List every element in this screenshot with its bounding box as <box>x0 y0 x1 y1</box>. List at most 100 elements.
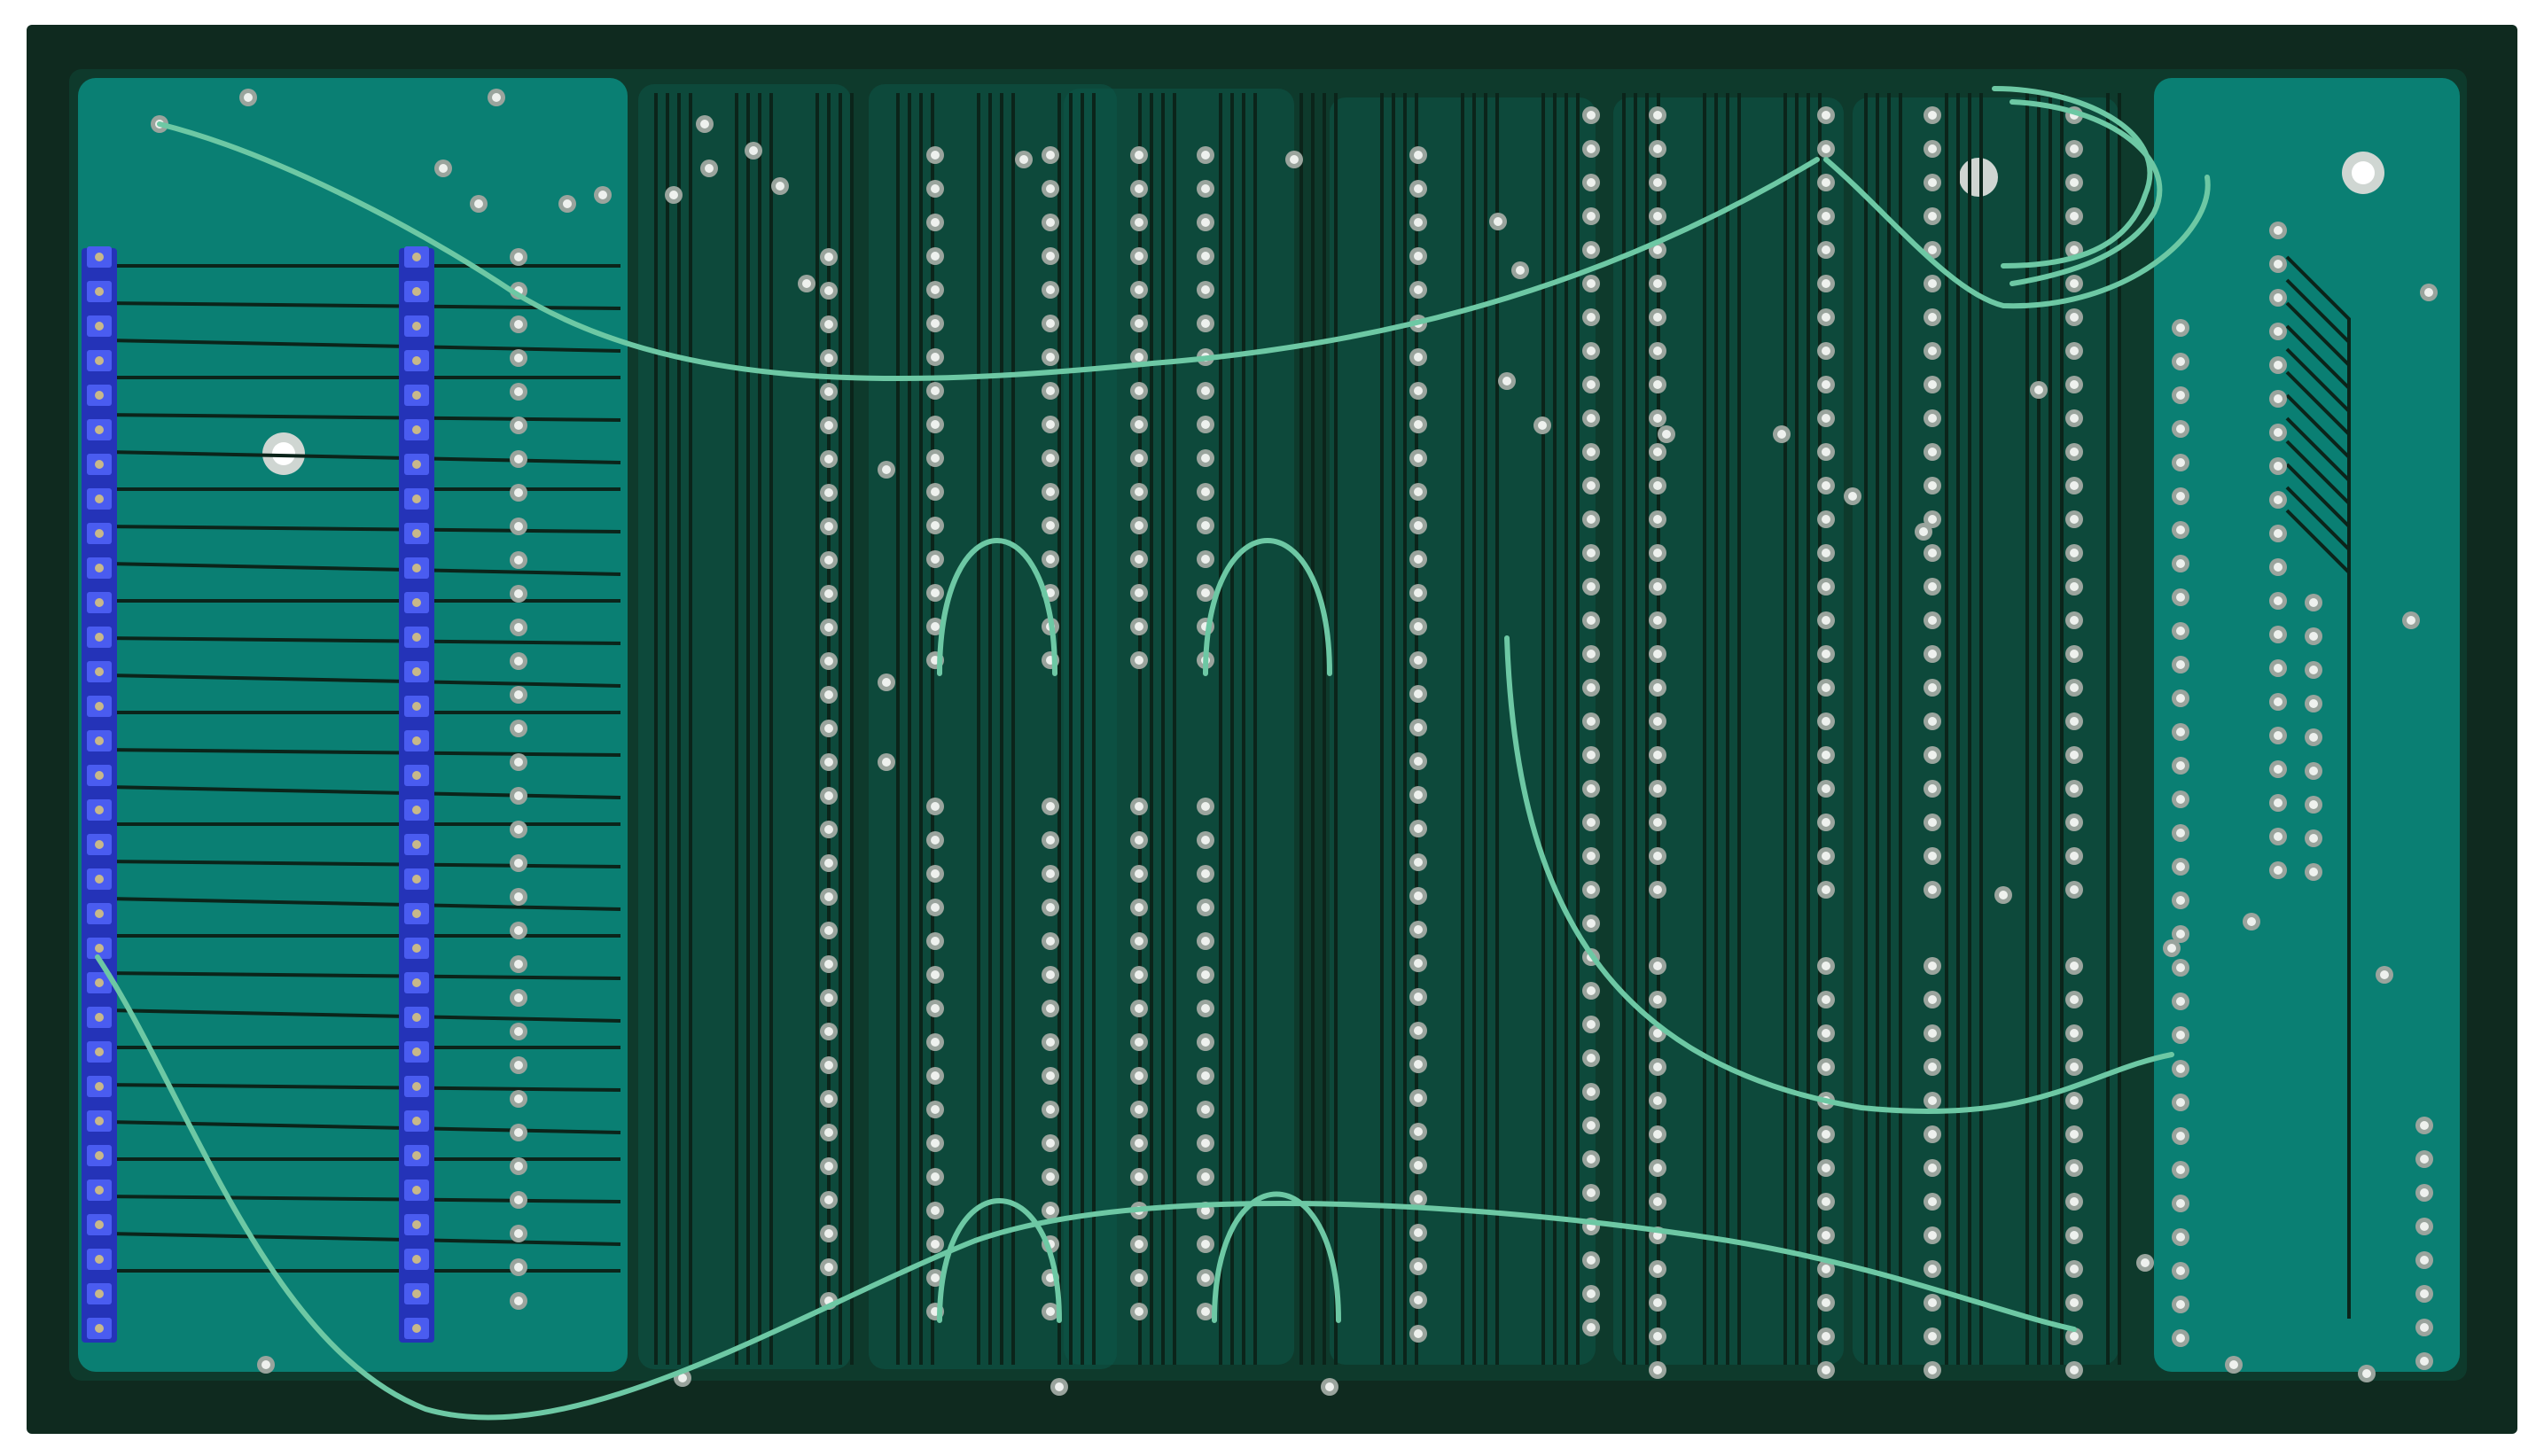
pin-header-pin <box>412 460 421 469</box>
solder-pad-icon <box>1201 1139 1210 1148</box>
solder-pad-icon <box>514 589 523 598</box>
solder-pad-icon <box>1653 784 1662 793</box>
pin-header-pin <box>95 1047 104 1056</box>
pin-header-pin <box>95 564 104 572</box>
solder-pad-icon <box>2420 1323 2429 1332</box>
solder-pad-icon <box>1928 279 1937 288</box>
solder-pad-icon <box>1201 802 1210 811</box>
pin-header-pin <box>412 287 421 296</box>
pin-header-pin <box>412 702 421 711</box>
via-pad <box>439 164 448 173</box>
solder-pad-icon <box>1928 346 1937 355</box>
solder-pad-icon <box>931 285 940 294</box>
pin-header-pin <box>412 1289 421 1298</box>
solder-pad-icon <box>824 892 833 901</box>
solder-pad-icon <box>1822 995 1830 1004</box>
solder-pad-icon <box>1928 995 1937 1004</box>
solder-pad-icon <box>824 724 833 733</box>
pin-header-pin <box>95 944 104 953</box>
solder-pad-icon <box>2176 1334 2185 1343</box>
via-pad <box>669 191 678 199</box>
via-pad <box>882 465 891 474</box>
solder-pad-icon <box>1414 1296 1423 1304</box>
solder-pad-icon <box>2309 834 2318 843</box>
solder-pad-icon <box>1201 869 1210 878</box>
solder-pad-icon <box>1653 1164 1662 1172</box>
pin-header-pin <box>95 702 104 711</box>
solder-pad-icon <box>1822 1298 1830 1307</box>
solder-pad-icon <box>514 960 523 969</box>
solder-pad-icon <box>2309 598 2318 607</box>
solder-pad-icon <box>1653 818 1662 827</box>
solder-pad-icon <box>1928 111 1937 120</box>
solder-pad-icon <box>2274 226 2283 235</box>
solder-pad-icon <box>2070 1197 2079 1206</box>
pin-header-pin <box>95 840 104 849</box>
solder-pad-icon <box>931 1038 940 1047</box>
solder-pad-icon <box>2274 495 2283 504</box>
solder-pad-icon <box>514 455 523 463</box>
solder-pad-icon <box>2070 1231 2079 1240</box>
horizontal-trace <box>105 897 621 911</box>
solder-pad-icon <box>2070 1332 2079 1341</box>
solder-pad-icon <box>2070 616 2079 625</box>
solder-pad-icon <box>514 488 523 497</box>
solder-pad-icon <box>1414 723 1423 732</box>
solder-pad-icon <box>2176 526 2185 534</box>
jumper-wire-icon <box>1212 1191 1341 1323</box>
solder-pad-icon <box>931 1172 940 1181</box>
solder-pad-icon <box>1928 245 1937 254</box>
solder-pad-icon <box>1046 970 1055 979</box>
via-pad <box>2424 288 2433 297</box>
solder-pad-icon <box>514 657 523 666</box>
solder-pad-icon <box>1587 1087 1596 1096</box>
via-pad <box>1848 492 1857 501</box>
jumper-wire-icon <box>95 954 2077 1421</box>
solder-pad-icon <box>1928 1063 1937 1071</box>
solder-pad-icon <box>824 1027 833 1036</box>
solder-pad-icon <box>1046 386 1055 395</box>
pin-header-pin <box>412 806 421 814</box>
solder-pad-icon <box>2176 593 2185 602</box>
solder-pad-icon <box>1928 515 1937 524</box>
solder-pad-icon <box>1135 869 1143 878</box>
solder-pad-icon <box>514 1263 523 1272</box>
solder-pad-icon <box>2176 424 2185 433</box>
solder-pad-icon <box>2176 694 2185 703</box>
solder-pad-icon <box>1135 1139 1143 1148</box>
solder-pad-icon <box>1135 454 1143 463</box>
pin-header-icon <box>82 248 117 1343</box>
fanout-trace <box>2285 509 2351 1319</box>
solder-pad-icon <box>2274 832 2283 841</box>
solder-pad-icon <box>1822 144 1830 153</box>
solder-pad-icon <box>2274 428 2283 437</box>
jumper-wire-icon <box>1823 157 2211 309</box>
solder-pad-icon <box>1822 1231 1830 1240</box>
via-pad <box>261 1360 270 1369</box>
solder-pad-icon <box>931 151 940 160</box>
solder-pad-icon <box>1822 313 1830 322</box>
solder-pad-icon <box>1135 218 1143 227</box>
solder-pad-icon <box>2274 731 2283 740</box>
solder-pad-icon <box>1928 380 1937 389</box>
solder-pad-icon <box>1822 852 1830 860</box>
solder-pad-icon <box>514 859 523 868</box>
solder-pad-icon <box>2309 767 2318 775</box>
solder-pad-icon <box>824 1061 833 1070</box>
solder-pad-icon <box>1587 111 1596 120</box>
mounting-hole-icon <box>2352 161 2375 184</box>
solder-pad-icon <box>1587 245 1596 254</box>
horizontal-trace <box>105 1120 621 1134</box>
solder-pad-icon <box>1414 925 1423 934</box>
solder-pad-icon <box>2176 761 2185 770</box>
solder-pad-icon <box>1414 1262 1423 1271</box>
jumper-wire-icon <box>1203 538 1332 676</box>
solder-pad-icon <box>824 1162 833 1171</box>
pin-header-pin <box>95 391 104 400</box>
pin-header-pin <box>412 840 421 849</box>
solder-pad-icon <box>1928 414 1937 423</box>
solder-pad-icon <box>1201 487 1210 496</box>
via-pad <box>1516 266 1525 275</box>
pin-header-pin <box>95 598 104 607</box>
solder-pad-icon <box>1653 962 1662 970</box>
